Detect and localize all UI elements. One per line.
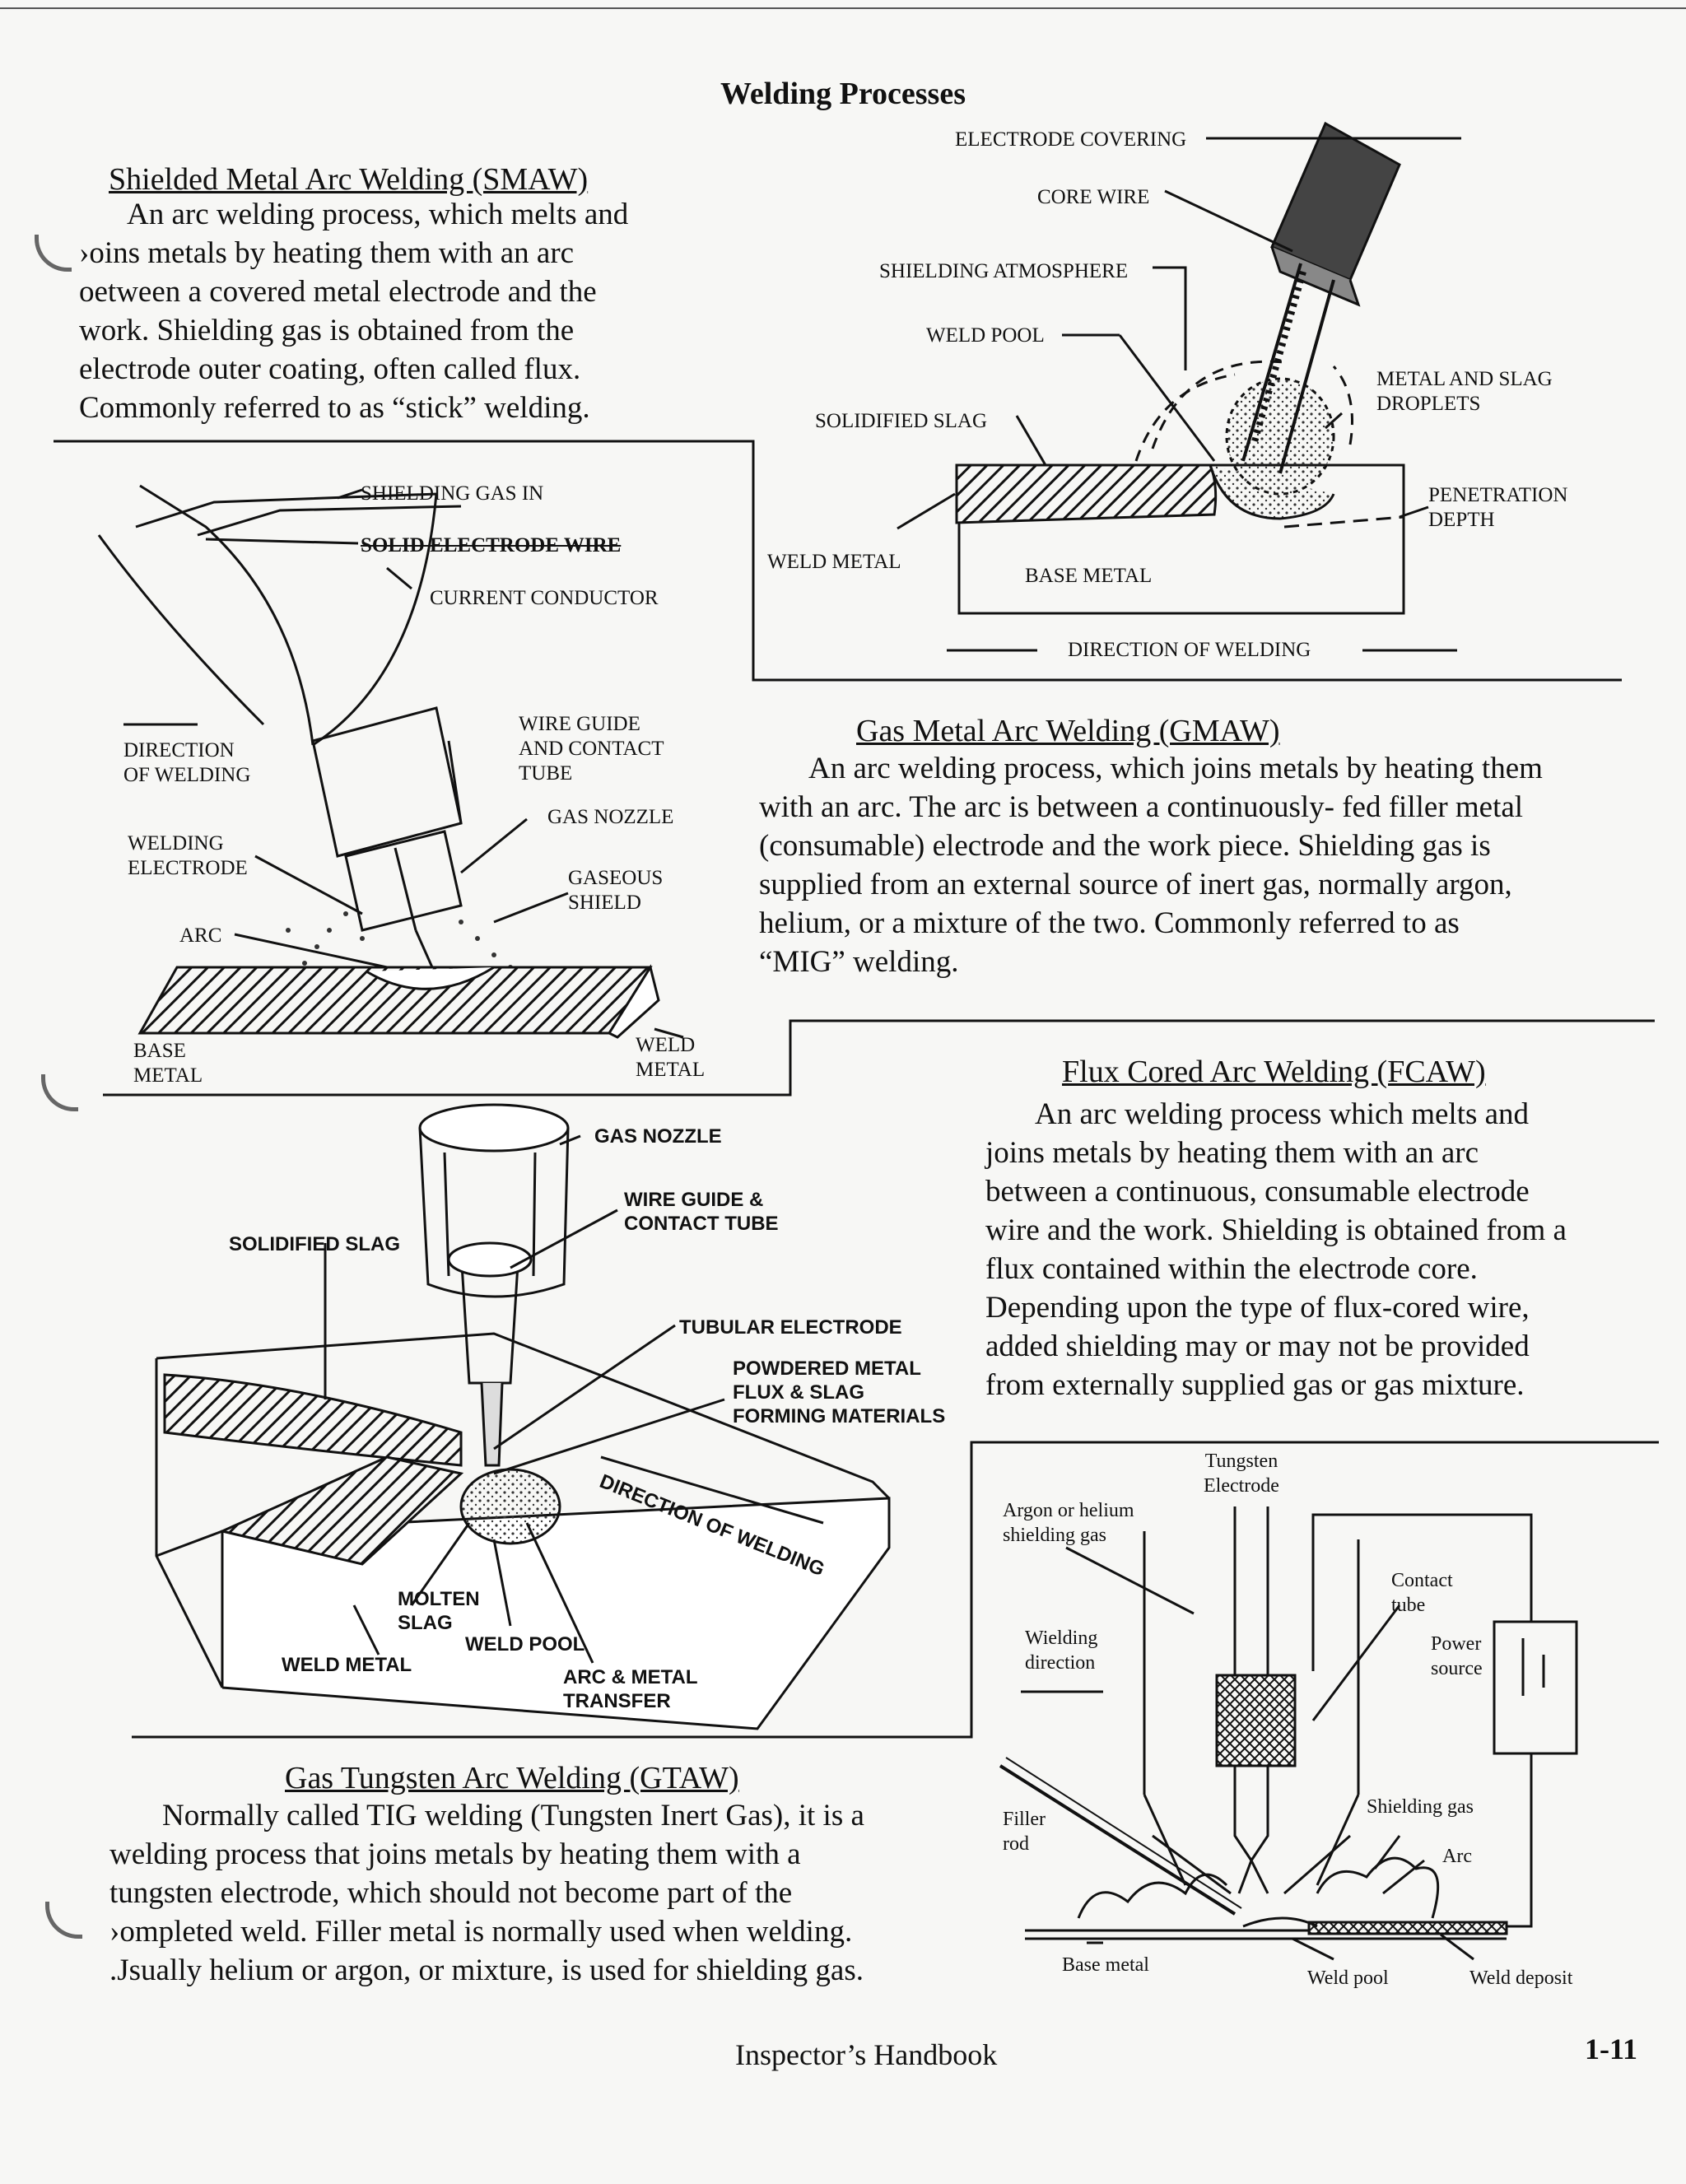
smaw-diagram [897,121,1461,652]
label-arc-metal-transfer: ARC & METAL TRANSFER [563,1666,698,1712]
smaw-line: oetween a covered metal electrode and th… [79,275,597,309]
label-gmaw-direction: DIRECTION OF WELDING [123,739,251,786]
label-filler-rod: Filler rod [1003,1809,1046,1855]
fcaw-gas-nozzle [418,1103,570,1153]
gmaw-line: (consumable) electrode and the work piec… [759,829,1491,863]
label-contact-tube: Contact tube [1391,1570,1453,1616]
smaw-line: An arc welding process, which melts and [127,198,629,231]
smaw-line: work. Shielding gas is obtained from the [79,314,575,347]
gmaw-title: Gas Metal Arc Welding (GMAW) [856,714,1280,748]
label-gmaw-gas-nozzle: GAS NOZZLE [547,806,674,828]
label-current-conductor: CURRENT CONDUCTOR [430,587,659,609]
gmaw-line: supplied from an external source of iner… [759,868,1512,901]
fcaw-line: An arc welding process which melts and [1035,1097,1530,1131]
fcaw-line: from externally supplied gas or gas mixt… [985,1368,1525,1402]
label-weld-pool: WELD POOL [926,324,1045,347]
fcaw-weld-pool [459,1468,561,1545]
fcaw-line: added shielding may or may not be provid… [985,1329,1530,1363]
fcaw-line: flux contained within the electrode core… [985,1252,1478,1286]
fcaw-solidified-slag [163,1373,463,1467]
section-dividers [54,440,1659,1739]
fcaw-diagram [155,1103,891,1730]
label-molten-slag: MOLTEN SLAG [398,1588,480,1634]
gtaw-collet [1215,1674,1297,1767]
label-welding-electrode: WELDING ELECTRODE [128,832,248,879]
gmaw-line: with an arc. The arc is between a contin… [759,790,1524,824]
fcaw-description: An arc welding process which melts and j… [985,1095,1567,1404]
label-electrode-covering: ELECTRODE COVERING [955,128,1187,151]
gmaw-line: “MIG” welding. [759,945,959,979]
fcaw-line: wire and the work. Shielding is obtained… [985,1213,1567,1247]
gtaw-line: ›ompleted weld. Filler metal is normally… [109,1915,853,1949]
label-gaseous-shield: GASEOUS SHIELD [568,867,664,914]
gtaw-line: .Jsually helium or argon, or mixture, is… [109,1953,864,1987]
label-gtaw-shielding-gas: Shielding gas [1367,1796,1474,1818]
label-fcaw-solidified-slag: SOLIDIFIED SLAG [229,1233,401,1255]
label-powdered-metal: POWDERED METAL FLUX & SLAG FORMING MATER… [733,1357,946,1427]
gmaw-line: helium, or a mixture of the two. Commonl… [759,906,1460,940]
smaw-line: Commonly referred to as “stick” welding. [79,391,590,425]
label-gtaw-base-metal: Base metal [1062,1954,1149,1976]
label-shielding-atmosphere: SHIELDING ATMOSPHERE [879,260,1129,282]
label-metal-slag-droplets: METAL AND SLAG DROPLETS [1376,368,1553,415]
label-gmaw-base-metal: BASE METAL [133,1040,203,1087]
smaw-line: ›oins metals by heating them with an arc [79,236,575,270]
fcaw-line: joins metals by heating them with an arc [985,1136,1479,1170]
fcaw-workpiece [221,1497,891,1730]
smaw-solidified-slag [955,463,1218,524]
label-tubular-electrode: TUBULAR ELECTRODE [679,1316,902,1339]
label-smaw-base-metal: BASE METAL [1025,565,1153,587]
gmaw-weld-bead [366,966,495,990]
label-smaw-weld-metal: WELD METAL [767,551,901,573]
page-title: Welding Processes [720,77,966,111]
label-solidified-slag: SOLIDIFIED SLAG [815,410,988,432]
label-wire-guide: WIRE GUIDE AND CONTACT TUBE [519,713,664,785]
label-wielding-direction: Wielding direction [1025,1628,1098,1674]
footer-page-number: 1-11 [1585,2033,1638,2065]
label-tungsten-electrode: Tungsten Electrode [1204,1451,1279,1497]
smaw-line: electrode outer coating, often called fl… [79,352,581,386]
label-gmaw-arc: ARC [179,924,222,947]
gtaw-line: welding process that joins metals by hea… [109,1837,801,1871]
label-fcaw-wire-guide: WIRE GUIDE & CONTACT TUBE [624,1189,779,1235]
label-weld-deposit: Weld deposit [1469,1967,1573,1989]
gmaw-line: An arc welding process, which joins meta… [808,752,1543,785]
label-solid-electrode-wire: SOLID ELECTRODE WIRE [361,534,622,556]
label-core-wire: CORE WIRE [1037,186,1150,208]
footer-handbook: Inspector’s Handbook [735,2038,998,2071]
label-gtaw-weld-pool: Weld pool [1307,1967,1389,1989]
label-penetration-depth: PENETRATION DEPTH [1428,484,1568,531]
fcaw-title: Flux Cored Arc Welding (FCAW) [1062,1055,1486,1089]
label-gmaw-weld-metal: WELD METAL [636,1034,706,1081]
label-gtaw-arc: Arc [1442,1846,1472,1867]
smaw-title: Shielded Metal Arc Welding (SMAW) [109,162,589,197]
label-smaw-direction: DIRECTION OF WELDING [1068,639,1311,661]
gtaw-power-source [1493,1620,1578,1755]
smaw-electrode-covering [1270,121,1401,282]
gmaw-diagram [97,484,684,1039]
gmaw-description: An arc welding process, which joins meta… [759,749,1543,981]
gmaw-contact-tube [344,830,463,932]
smaw-description: An arc welding process, which melts and … [79,195,628,427]
label-fcaw-gas-nozzle: GAS NOZZLE [594,1125,722,1148]
gtaw-description: Normally called TIG welding (Tungsten In… [109,1796,864,1990]
gtaw-weld-deposit [1307,1921,1508,1935]
label-argon-helium: Argon or helium shielding gas [1003,1500,1134,1546]
gtaw-diagram [999,1506,1578,1961]
label-fcaw-weld-pool: WELD POOL [465,1633,585,1655]
gtaw-title: Gas Tungsten Arc Welding (GTAW) [285,1761,739,1795]
fcaw-line: Depending upon the type of flux-cored wi… [985,1291,1530,1325]
gtaw-line: Normally called TIG welding (Tungsten In… [162,1799,864,1832]
smaw-core-wire [1241,263,1335,474]
label-shielding-gas-in: SHIELDING GAS IN [361,482,544,505]
fcaw-line: between a continuous, consumable electro… [985,1175,1530,1208]
gtaw-line: tungsten electrode, which should not bec… [109,1876,793,1910]
label-fcaw-weld-metal: WELD METAL [282,1654,412,1676]
label-power-source: Power source [1431,1633,1483,1679]
